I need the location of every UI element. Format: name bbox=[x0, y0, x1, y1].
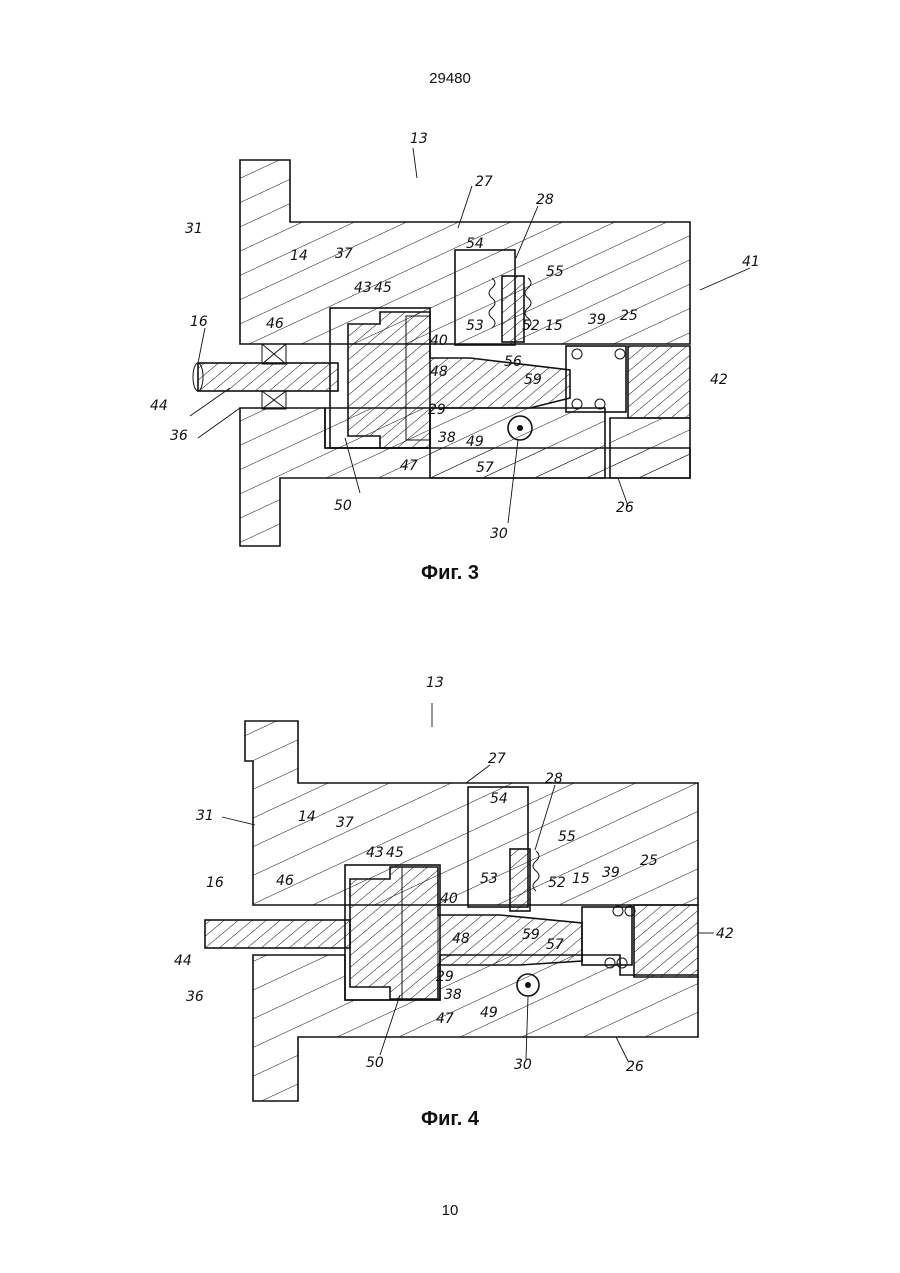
label-38: 38 bbox=[438, 430, 456, 446]
label-45: 45 bbox=[374, 280, 392, 296]
label-52: 52 bbox=[548, 875, 566, 891]
label-13: 13 bbox=[426, 675, 444, 691]
label-30: 30 bbox=[514, 1057, 532, 1073]
label-59: 59 bbox=[524, 372, 542, 388]
label-49: 49 bbox=[466, 434, 484, 450]
label-49: 49 bbox=[480, 1005, 498, 1021]
label-28: 28 bbox=[536, 192, 554, 208]
label-25: 25 bbox=[640, 853, 658, 869]
label-39: 39 bbox=[588, 312, 606, 328]
label-52: 52 bbox=[522, 318, 540, 334]
label-48: 48 bbox=[452, 931, 470, 947]
label-13: 13 bbox=[410, 131, 428, 147]
figure-3-drawing: 13 27 28 31 41 14 37 43 45 54 55 16 46 5… bbox=[130, 108, 770, 560]
label-57: 57 bbox=[546, 937, 564, 953]
label-43: 43 bbox=[354, 280, 372, 296]
label-36: 36 bbox=[170, 428, 188, 444]
label-31: 31 bbox=[196, 808, 214, 824]
label-16: 16 bbox=[206, 875, 224, 891]
label-44: 44 bbox=[150, 398, 168, 414]
label-53: 53 bbox=[466, 318, 484, 334]
label-30: 30 bbox=[490, 526, 508, 542]
figure-4-caption: Фиг. 4 bbox=[0, 1108, 900, 1131]
label-15: 15 bbox=[572, 871, 590, 887]
label-42: 42 bbox=[710, 372, 728, 388]
label-46: 46 bbox=[266, 316, 284, 332]
label-27: 27 bbox=[475, 174, 493, 190]
plug-42 bbox=[628, 346, 690, 418]
label-45: 45 bbox=[386, 845, 404, 861]
label-50: 50 bbox=[334, 498, 352, 514]
label-47: 47 bbox=[436, 1011, 454, 1027]
label-44: 44 bbox=[174, 953, 192, 969]
label-29: 29 bbox=[428, 402, 446, 418]
label-29: 29 bbox=[436, 969, 454, 985]
label-40: 40 bbox=[440, 891, 458, 907]
label-59: 59 bbox=[522, 927, 540, 943]
label-15: 15 bbox=[545, 318, 563, 334]
label-56: 56 bbox=[504, 354, 522, 370]
label-14: 14 bbox=[290, 248, 308, 264]
label-57: 57 bbox=[476, 460, 494, 476]
label-42: 42 bbox=[716, 926, 734, 942]
label-41: 41 bbox=[742, 254, 760, 270]
valve-stem-52 bbox=[502, 276, 524, 342]
label-31: 31 bbox=[185, 221, 203, 237]
valve-stem-52 bbox=[510, 849, 530, 911]
page-number: 10 bbox=[0, 1202, 900, 1219]
label-28: 28 bbox=[545, 771, 563, 787]
shaft-16 bbox=[198, 363, 338, 391]
label-36: 36 bbox=[186, 989, 204, 1005]
document-number: 29480 bbox=[0, 70, 900, 87]
label-54: 54 bbox=[466, 236, 484, 252]
shaft-16 bbox=[205, 920, 350, 948]
label-47: 47 bbox=[400, 458, 418, 474]
label-50: 50 bbox=[366, 1055, 384, 1071]
plug-42 bbox=[634, 905, 698, 977]
figure-3-caption: Фиг. 3 bbox=[0, 562, 900, 585]
label-55: 55 bbox=[558, 829, 576, 845]
label-26: 26 bbox=[616, 500, 634, 516]
label-46: 46 bbox=[276, 873, 294, 889]
housing-lower bbox=[253, 955, 698, 1101]
label-55: 55 bbox=[546, 264, 564, 280]
label-37: 37 bbox=[336, 815, 354, 831]
label-53: 53 bbox=[480, 871, 498, 887]
label-39: 39 bbox=[602, 865, 620, 881]
label-16: 16 bbox=[190, 314, 208, 330]
label-54: 54 bbox=[490, 791, 508, 807]
label-38: 38 bbox=[444, 987, 462, 1003]
label-37: 37 bbox=[335, 246, 353, 262]
label-40: 40 bbox=[430, 333, 448, 349]
housing-lower-right-block bbox=[610, 418, 690, 478]
label-26: 26 bbox=[626, 1059, 644, 1075]
label-48: 48 bbox=[430, 364, 448, 380]
label-43: 43 bbox=[366, 845, 384, 861]
figure-3-svg: 13 27 28 31 41 14 37 43 45 54 55 16 46 5… bbox=[130, 108, 770, 560]
label-27: 27 bbox=[488, 751, 506, 767]
label-25: 25 bbox=[620, 308, 638, 324]
figure-4-drawing: 13 27 28 54 31 14 37 55 43 45 39 25 16 4… bbox=[150, 665, 750, 1107]
chamber-39 bbox=[566, 346, 626, 412]
label-14: 14 bbox=[298, 809, 316, 825]
figure-4-svg: 13 27 28 54 31 14 37 55 43 45 39 25 16 4… bbox=[150, 665, 750, 1107]
